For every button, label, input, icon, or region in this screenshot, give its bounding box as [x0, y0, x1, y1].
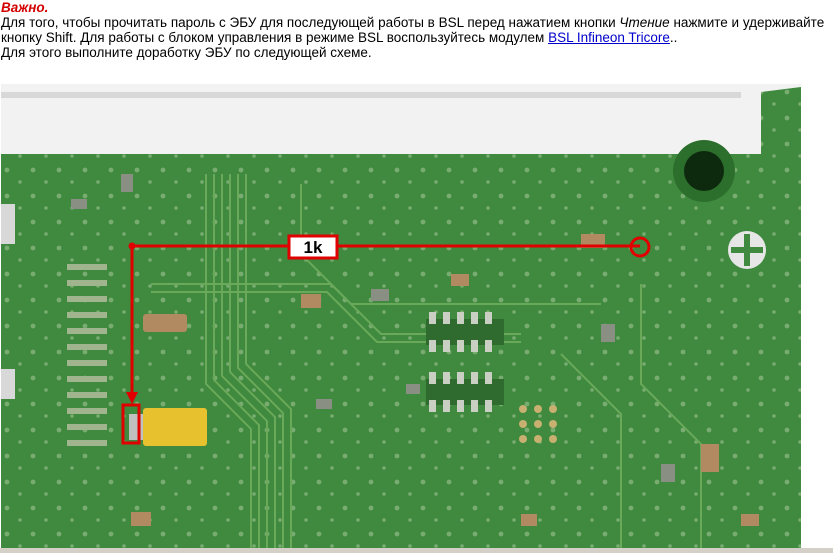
instruction-paragraph-2: Для этого выполните доработку ЭБУ по сле… — [1, 45, 372, 60]
instruction-note: Важно. Для того, чтобы прочитать пароль … — [1, 0, 831, 60]
connector-strip — [1, 84, 801, 154]
soic-chip-1 — [426, 312, 504, 352]
tantalum-capacitor — [143, 408, 207, 446]
capacitor-lead — [129, 414, 143, 440]
warning-heading: Важно. — [1, 0, 49, 15]
ecu-board-photo: 1k — [1, 84, 801, 553]
gold-via-grid — [519, 405, 557, 443]
resistor-label: 1k — [304, 238, 323, 257]
edge-pins — [1, 204, 107, 446]
bottom-scrollbar[interactable] — [0, 548, 833, 553]
resistor-label-box — [287, 234, 339, 260]
smd-resistors — [71, 174, 675, 482]
instruction-text-1: Для того, чтобы прочитать пароль с ЭБУ д… — [1, 15, 620, 30]
wire-corner — [128, 242, 136, 250]
source-pin-marker — [121, 403, 141, 445]
page-margin — [801, 84, 833, 553]
link-suffix: .. — [669, 30, 678, 45]
target-pad-marker — [629, 236, 651, 258]
instruction-text-2: нажмите и удерживайте кнопку Shift. Для … — [1, 15, 825, 45]
wire-arrowhead — [126, 392, 138, 404]
connector-strip-edge — [1, 92, 741, 98]
mounting-hole — [684, 151, 724, 191]
bsl-infineon-tricore-link[interactable]: BSL Infineon Tricore — [548, 30, 670, 45]
instruction-paragraph: Для того, чтобы прочитать пароль с ЭБУ д… — [1, 15, 831, 45]
wiring-annotation — [121, 236, 651, 445]
read-button-name: Чтение — [619, 15, 670, 30]
fiducial-cross-h — [731, 247, 763, 253]
soic-chip-2 — [426, 372, 504, 412]
